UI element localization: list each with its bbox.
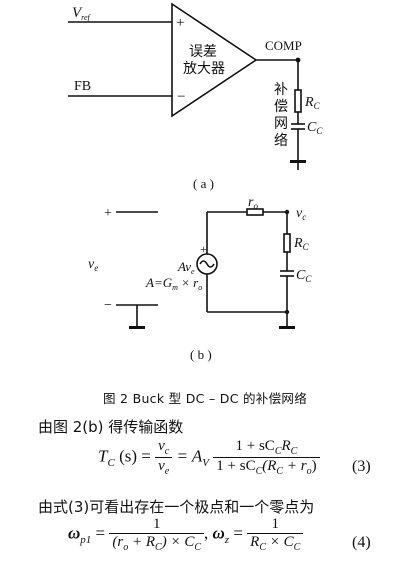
ro-label: ro (248, 196, 258, 211)
figure-a-schematic: Vref FB + − 误差 放大器 COMP 补 偿 网 络 RC CC ( … (68, 2, 323, 191)
figure-b-schematic: + − ve ro vc RC CC + Ave A=Gm × ro ( b ) (88, 196, 312, 362)
amp-label-line1: 误差 (189, 44, 217, 60)
equation-4-number: (4) (352, 534, 371, 551)
cc-label-a: CC (307, 120, 323, 136)
gain-equation-label: A=Gm × ro (145, 275, 202, 292)
terminal-minus-sign: − (104, 298, 112, 313)
comp-label: COMP (265, 38, 302, 53)
network-char-4: 络 (274, 133, 288, 149)
fb-label: FB (74, 79, 91, 94)
panel-b-label: ( b ) (190, 347, 212, 362)
comp-node (295, 57, 301, 63)
ground-b-left-icon (129, 326, 145, 329)
equation-3-number: (3) (352, 458, 371, 475)
terminal-plus-sign: + (104, 206, 112, 221)
amp-minus-sign: − (177, 89, 185, 105)
vc-node (284, 209, 290, 215)
rc-label-b: RC (293, 236, 310, 252)
ve-label: ve (88, 257, 98, 273)
network-char-3: 网 (274, 116, 288, 132)
amp-label-line2: 放大器 (183, 61, 225, 77)
pole-zero-text: 由式(3)可看出存在一个极点和一个零点为 (38, 498, 315, 516)
ground-a-icon (290, 160, 306, 163)
rc-resistor-b (283, 233, 291, 253)
ground-node (284, 309, 290, 315)
vc-label: vc (296, 206, 306, 222)
error-amplifier-triangle (171, 2, 258, 118)
equation-4: ωp1 = 1 (ro + RC) × CC , ωz = 1 RC × CC (68, 516, 304, 553)
intro-text: 由图 2(b) 得传输函数 (38, 418, 184, 436)
source-gain-label: Ave (177, 259, 195, 276)
source-plus-sign: + (200, 242, 207, 256)
equation-3: TC (s) = vc ve = AV 1 + sCCRC 1 + sCC(RC… (98, 438, 320, 477)
ground-b-right-icon (279, 326, 295, 329)
figure-caption: 图 2 Buck 型 DC – DC 的补偿网络 (102, 391, 308, 406)
vref-label: Vref (72, 5, 92, 22)
panel-a-label: ( a ) (193, 176, 214, 191)
rc-resistor (294, 89, 302, 113)
cc-label-b: CC (296, 268, 312, 284)
amp-plus-sign: + (176, 15, 184, 31)
network-char-1: 补 (274, 82, 288, 98)
rc-label-a: RC (304, 95, 321, 111)
network-char-2: 偿 (274, 99, 288, 115)
